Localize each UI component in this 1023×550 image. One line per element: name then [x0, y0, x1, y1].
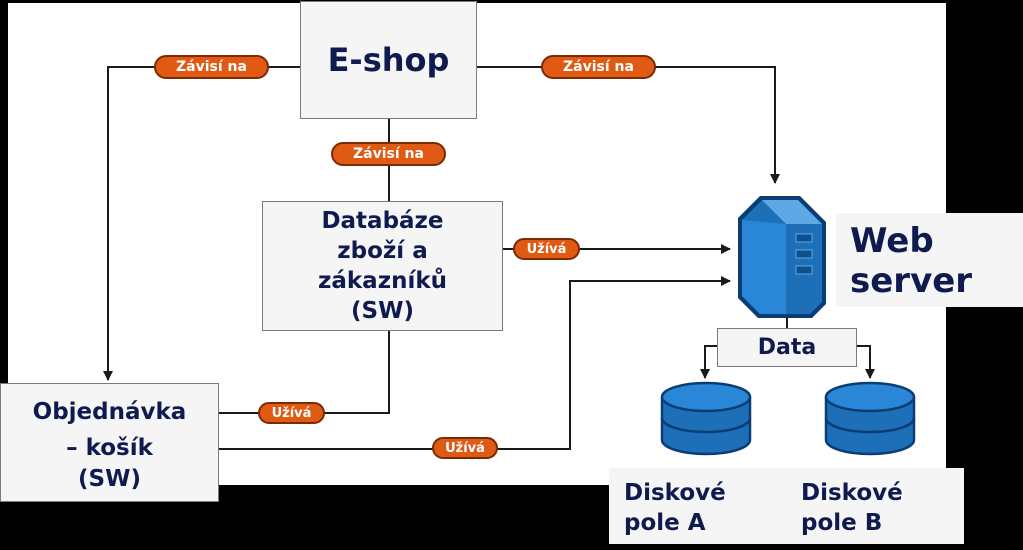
node-order: Objednávka – košík (SW) — [0, 383, 219, 502]
edge-data-disk-b — [857, 345, 875, 379]
edge-order-webserver — [219, 276, 731, 450]
node-disk-a-label: Diskové pole A — [624, 478, 726, 538]
node-eshop: E-shop — [300, 1, 477, 119]
order-label-line-2: – košík — [66, 434, 153, 461]
disk-b-label-line-2: pole B — [801, 510, 883, 536]
database-label-line-3: zákazníků — [317, 268, 448, 294]
eshop-label: E-shop — [327, 41, 450, 79]
disk-array-a-icon — [660, 381, 752, 456]
node-disk-b-label: Diskové pole B — [801, 478, 903, 538]
node-database: Databáze zboží a zákazníků (SW) — [262, 201, 503, 331]
server-icon — [738, 196, 826, 318]
database-label-line-4: (SW) — [351, 298, 414, 324]
edge-label-database-webserver: Užívá — [513, 238, 580, 260]
edge-label-order-database: Užívá — [258, 402, 325, 424]
edge-label-eshop-order: Závisí na — [154, 55, 269, 79]
disk-labels-panel — [609, 468, 964, 544]
node-webserver: Web server — [836, 213, 1023, 307]
disk-array-b-icon — [824, 381, 916, 456]
node-data: Data — [717, 328, 857, 367]
disk-a-label-line-1: Diskové — [624, 480, 726, 506]
webserver-label-line-1: Web — [850, 221, 934, 261]
edge-eshop-webserver — [477, 66, 780, 184]
edge-data-disk-a — [700, 345, 717, 379]
order-label-line-3: (SW) — [78, 465, 141, 492]
order-label-line-1: Objednávka — [32, 398, 187, 425]
database-label-line-1: Databáze — [321, 208, 444, 234]
edge-label-eshop-webserver: Závisí na — [541, 55, 656, 79]
edge-order-database — [219, 331, 390, 414]
data-label: Data — [757, 335, 817, 360]
database-label-line-2: zboží a — [337, 238, 428, 264]
disk-b-label-line-1: Diskové — [801, 480, 903, 506]
disk-a-label-line-2: pole A — [624, 510, 706, 536]
edge-label-eshop-database: Závisí na — [331, 142, 446, 166]
webserver-label-line-2: server — [850, 261, 973, 301]
edge-label-order-webserver: Užívá — [432, 437, 498, 459]
